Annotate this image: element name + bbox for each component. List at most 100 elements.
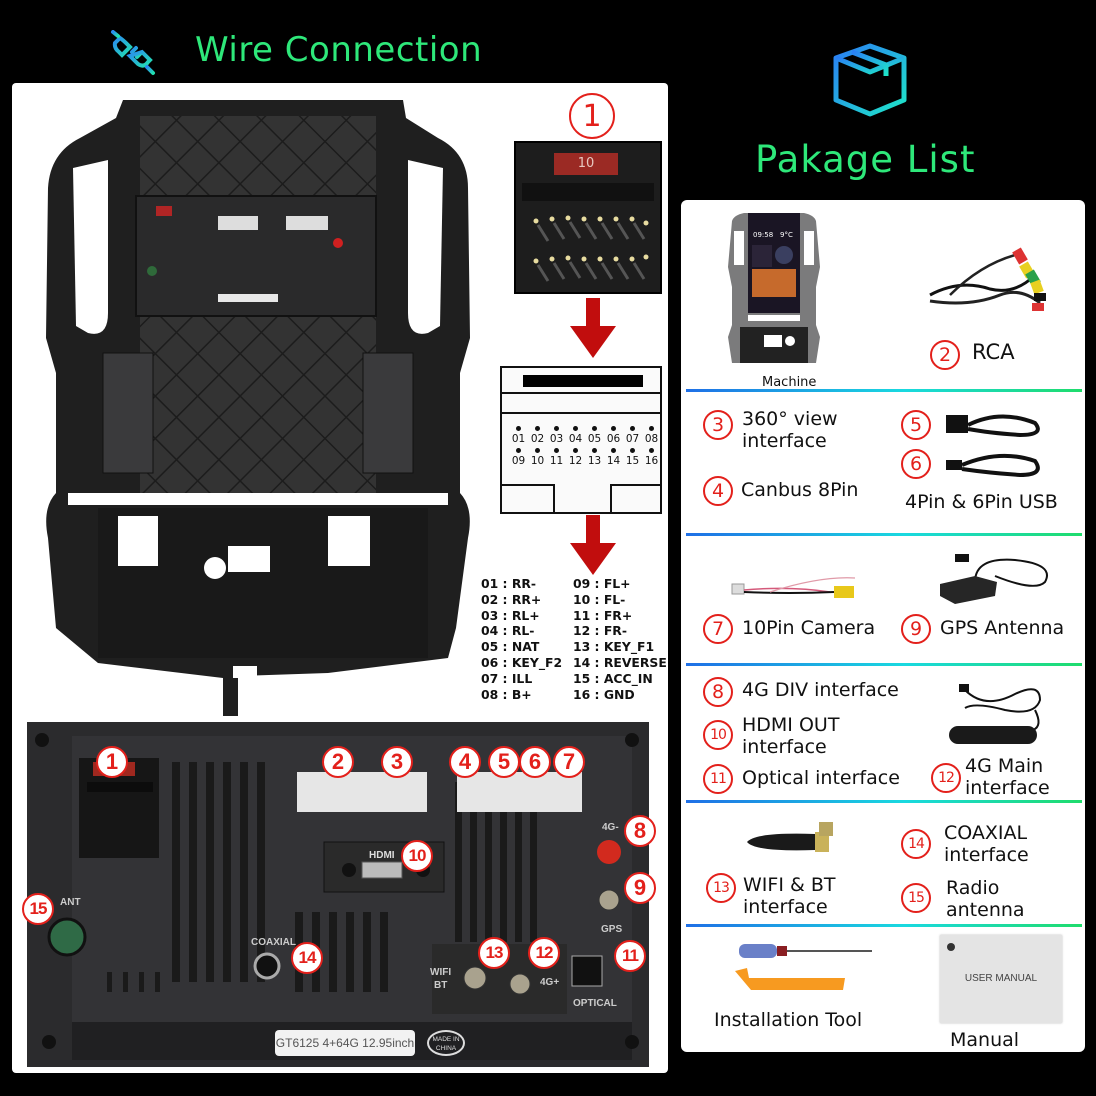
port-marker-7: 7 bbox=[553, 746, 585, 778]
installation-tool-label: Installation Tool bbox=[714, 1009, 863, 1031]
pin-dot bbox=[516, 448, 521, 453]
radio-label: Radio antenna bbox=[946, 877, 1025, 921]
pinout-right: 16 : GND bbox=[573, 686, 635, 702]
wifi-bt-label: WIFI & BT interface bbox=[743, 874, 835, 918]
wifi-port-label: WIFI bbox=[430, 967, 452, 978]
pin-number: 04 bbox=[568, 433, 583, 445]
gps-marker: 9 bbox=[901, 614, 931, 644]
pin-number: 13 bbox=[587, 455, 602, 467]
pinout-left: 06 : KEY_F2 bbox=[481, 654, 563, 670]
port-marker-8: 8 bbox=[624, 815, 656, 847]
pin-05: 05 bbox=[586, 426, 603, 445]
pinout-right: 10 : FL- bbox=[573, 591, 626, 607]
iso-connector-image: 10 bbox=[514, 141, 662, 294]
ant-port-label: ANT bbox=[60, 897, 81, 908]
pinout-row: 02 : RR+ 10 : FL- bbox=[481, 592, 671, 608]
pinout-legend: 01 : RR-09 : FL+02 : RR+10 : FL-03 : RL+… bbox=[481, 576, 671, 702]
pin-12: 12 bbox=[567, 448, 584, 467]
gps-label: GPS Antenna bbox=[940, 617, 1065, 639]
section-divider bbox=[686, 924, 1082, 927]
4g-div-marker: 8 bbox=[703, 677, 733, 707]
port-marker-10: 10 bbox=[401, 840, 433, 872]
screen-temp: 9°C bbox=[780, 231, 793, 239]
usb-6pin-marker: 6 bbox=[901, 449, 931, 479]
connector-pins bbox=[533, 215, 649, 282]
pin-10: 10 bbox=[529, 448, 546, 467]
usb-cables-image bbox=[946, 414, 1040, 478]
optical-label: Optical interface bbox=[742, 767, 900, 789]
pin-number: 14 bbox=[606, 455, 621, 467]
port-marker-11: 11 bbox=[614, 940, 646, 972]
manual-logo-icon bbox=[947, 943, 955, 951]
pin-number: 12 bbox=[568, 455, 583, 467]
pin-15: 15 bbox=[624, 448, 641, 467]
pin-dot bbox=[554, 426, 559, 431]
section-divider bbox=[686, 663, 1082, 666]
pin-07: 07 bbox=[624, 426, 641, 445]
manual-label: Manual bbox=[950, 1029, 1020, 1051]
4g-main-antenna-image bbox=[949, 684, 1042, 744]
pin-06: 06 bbox=[605, 426, 622, 445]
pin-number: 03 bbox=[549, 433, 564, 445]
pin-dot bbox=[611, 426, 616, 431]
pin-number: 05 bbox=[587, 433, 602, 445]
pin-number: 07 bbox=[625, 433, 640, 445]
pin-14: 14 bbox=[605, 448, 622, 467]
hdmi-out-line1: HDMI OUT bbox=[742, 714, 840, 736]
pin-dot bbox=[554, 448, 559, 453]
port-marker-5: 5 bbox=[488, 746, 520, 778]
pinout-left: 02 : RR+ bbox=[481, 591, 542, 607]
usb-label: 4Pin & 6Pin USB bbox=[905, 491, 1058, 513]
pin-number: 02 bbox=[530, 433, 545, 445]
canbus-marker: 4 bbox=[703, 476, 733, 506]
camera-label: 10Pin Camera bbox=[742, 617, 876, 639]
hdmi-out-marker: 10 bbox=[703, 720, 733, 750]
port-marker-1: 1 bbox=[96, 746, 128, 778]
pin-01: 01 bbox=[510, 426, 527, 445]
4g-main-line1: 4G Main bbox=[965, 755, 1044, 777]
pin-11: 11 bbox=[548, 448, 565, 467]
screen-time: 09:58 bbox=[753, 231, 773, 239]
box-icon bbox=[833, 43, 907, 117]
section-divider bbox=[686, 533, 1082, 536]
360-view-line2: interface bbox=[742, 430, 827, 452]
pin-02: 02 bbox=[529, 426, 546, 445]
unit-back-drawing bbox=[27, 722, 649, 1067]
pinout-row: 06 : KEY_F2 14 : REVERSE bbox=[481, 655, 671, 671]
rca-cable-image bbox=[929, 247, 1046, 311]
pin-number: 09 bbox=[511, 455, 526, 467]
pin-16: 16 bbox=[643, 448, 660, 467]
port-marker-14: 14 bbox=[291, 942, 323, 974]
arrow-down-2 bbox=[586, 515, 600, 545]
pin-number: 06 bbox=[606, 433, 621, 445]
port-marker-2: 2 bbox=[322, 746, 354, 778]
rca-label: RCA bbox=[972, 340, 1015, 364]
made-in-china-seal: MADE IN CHINA bbox=[427, 1030, 465, 1056]
coaxial-line2: interface bbox=[944, 844, 1029, 866]
pinout-left: 01 : RR- bbox=[481, 576, 537, 591]
pin-dot bbox=[573, 448, 578, 453]
gps-antenna-image bbox=[940, 554, 1048, 604]
rca-marker: 2 bbox=[930, 340, 960, 370]
model-label: GT6125 4+64G 12.95inch bbox=[275, 1030, 415, 1056]
pinout-right: 14 : REVERSE bbox=[573, 654, 667, 670]
coaxial-label: COAXIAL interface bbox=[944, 822, 1029, 866]
pin-dot bbox=[649, 426, 654, 431]
pinout-row: 04 : RL-12 : FR- bbox=[481, 623, 671, 639]
arrow-head-icon bbox=[570, 326, 616, 358]
made-in-text: MADE IN bbox=[432, 1036, 460, 1043]
connector-marker-1: 1 bbox=[569, 93, 615, 139]
pin-09: 09 bbox=[510, 448, 527, 467]
camera-cable-image bbox=[731, 577, 856, 598]
machine-label: Machine bbox=[762, 375, 817, 390]
head-unit-back-image: HDMI ANT COAXIAL WIFI BT 4G+ 4G- GPS OPT… bbox=[27, 722, 649, 1067]
user-manual-image: USER MANUAL bbox=[940, 935, 1062, 1023]
pinout-row: 01 : RR-09 : FL+ bbox=[481, 576, 671, 592]
4g-minus-port-label: 4G- bbox=[602, 822, 619, 833]
pinout-row: 08 : B+16 : GND bbox=[481, 687, 671, 703]
pinout-right: 15 : ACC_IN bbox=[573, 670, 653, 686]
section-divider bbox=[686, 389, 1082, 392]
installation-tool-image bbox=[735, 944, 872, 990]
